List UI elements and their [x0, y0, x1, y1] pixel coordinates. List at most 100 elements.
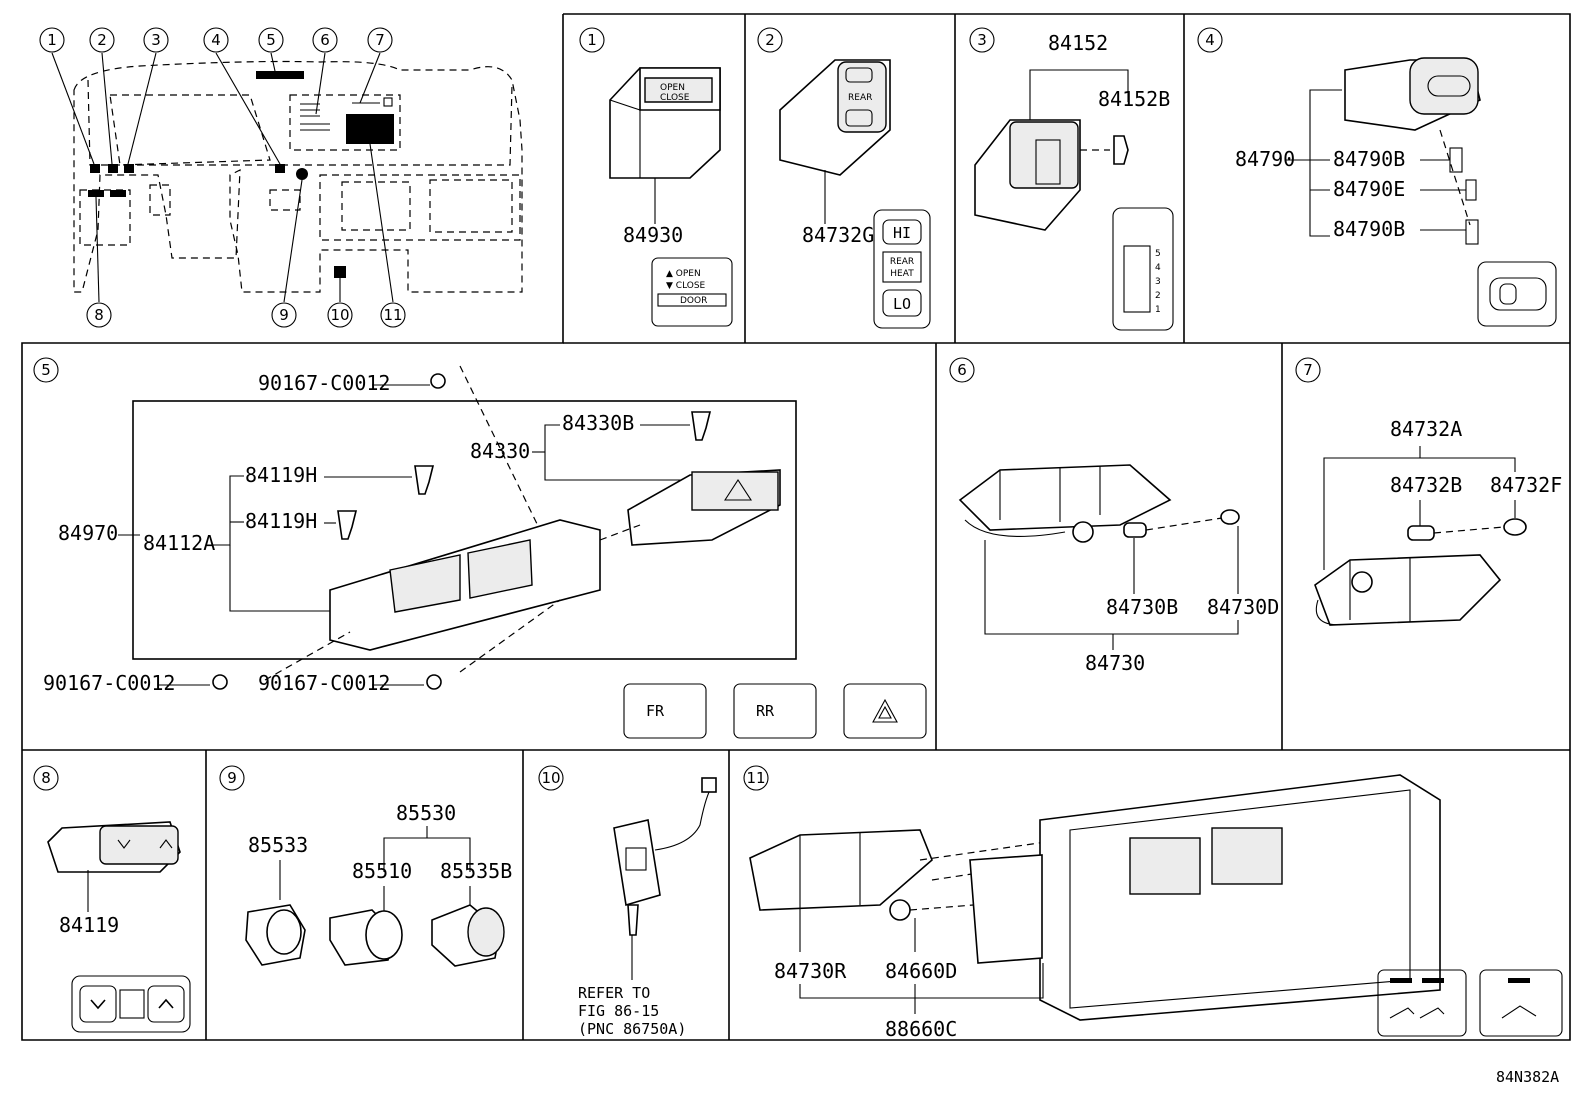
panel-1: 1 OPEN CLOSE 84930 ▲ OPEN ▼ CLOSE DOOR [579, 27, 733, 327]
climate-panel-drawing [749, 774, 1441, 1021]
svg-text:3: 3 [1155, 277, 1161, 287]
dashboard-overview: 1 2 3 4 5 6 7 8 9 10 11 [39, 27, 523, 328]
svg-text:▼ CLOSE: ▼ CLOSE [666, 281, 706, 291]
callout-9: 9 [271, 302, 297, 328]
svg-text:8: 8 [41, 769, 51, 787]
air-intake-icon [1377, 969, 1467, 1037]
hazard-switch-drawing [627, 469, 781, 546]
overview-callouts: 1 2 3 4 5 6 7 8 9 10 11 [39, 27, 406, 328]
light-control-icon: 5 4 3 2 1 [1112, 207, 1174, 331]
door-switch-icon: ▲ OPEN ▼ CLOSE DOOR [651, 257, 733, 327]
rear-defroster-icon: RR [733, 683, 817, 739]
svg-text:RR: RR [756, 702, 775, 720]
svg-text:1: 1 [1155, 305, 1161, 315]
light-control-drawing [974, 119, 1129, 231]
svg-text:DOOR: DOOR [680, 296, 707, 306]
recirculation-icon [1479, 969, 1563, 1037]
callout-4: 4 [203, 27, 229, 53]
svg-text:10: 10 [541, 769, 560, 787]
panel-7: 7 84732A 84732B 84732F [1295, 357, 1562, 626]
svg-text:(PNC 86750A): (PNC 86750A) [578, 1020, 686, 1038]
svg-text:84732A: 84732A [1390, 417, 1462, 441]
panel-10: 10 REFER TO FIG 86-15 (PNC 86750A) [538, 765, 717, 1038]
svg-text:85535B: 85535B [440, 859, 512, 883]
panel-8: 8 84119 [33, 765, 191, 1033]
svg-text:85533: 85533 [248, 833, 308, 857]
svg-text:OPEN: OPEN [660, 83, 685, 93]
svg-text:90167-C0012: 90167-C0012 [43, 671, 175, 695]
callout-8: 8 [86, 302, 112, 328]
svg-text:88660C: 88660C [885, 1017, 957, 1041]
svg-text:7: 7 [1303, 361, 1313, 379]
svg-text:HEAT: HEAT [890, 269, 914, 279]
callout-2: 2 [89, 27, 115, 53]
svg-text:5: 5 [41, 361, 51, 379]
svg-text:6: 6 [320, 31, 330, 49]
panel-6: 6 84730B 84730D 84730 [949, 357, 1279, 675]
sensor-drawing [613, 777, 717, 936]
switch-bracket-drawing [264, 519, 641, 681]
svg-text:11: 11 [383, 306, 402, 324]
svg-text:84330B: 84330B [562, 411, 634, 435]
svg-text:2: 2 [765, 31, 775, 49]
svg-text:84732F: 84732F [1490, 473, 1562, 497]
svg-text:84790B: 84790B [1333, 147, 1405, 171]
svg-text:84730B: 84730B [1106, 595, 1178, 619]
lighter-socket-drawing [245, 904, 505, 967]
panel-frame [21, 13, 1571, 1041]
svg-text:1: 1 [47, 31, 57, 49]
svg-text:REAR: REAR [848, 93, 872, 103]
defogger-switch-drawing [1344, 57, 1481, 131]
svg-text:84732B: 84732B [1390, 473, 1462, 497]
svg-text:84930: 84930 [623, 223, 683, 247]
hazard-icon [843, 683, 927, 739]
svg-text:REFER TO: REFER TO [578, 984, 650, 1002]
svg-text:84152: 84152 [1048, 31, 1108, 55]
svg-text:CLOSE: CLOSE [660, 93, 690, 103]
svg-text:FR: FR [646, 702, 665, 720]
svg-text:6: 6 [957, 361, 967, 379]
svg-text:84730R: 84730R [774, 959, 847, 983]
svg-text:9: 9 [279, 306, 289, 324]
svg-text:84119H: 84119H [245, 509, 317, 533]
svg-text:2: 2 [1155, 291, 1161, 301]
svg-text:10: 10 [330, 306, 349, 324]
svg-text:85530: 85530 [396, 801, 456, 825]
callout-5: 5 [258, 27, 284, 53]
figure-code: 84N382A [1496, 1068, 1559, 1086]
svg-text:84790: 84790 [1235, 147, 1295, 171]
seat-control-icon [71, 975, 191, 1033]
callout-7: 7 [367, 27, 393, 53]
svg-text:8: 8 [94, 306, 104, 324]
svg-text:84152B: 84152B [1098, 87, 1170, 111]
switch-panel-7-drawing [1314, 518, 1527, 626]
svg-text:90167-C0012: 90167-C0012 [258, 671, 390, 695]
rear-defogger-icon [1477, 261, 1557, 327]
seat-switch-drawing [47, 821, 181, 873]
svg-text:9: 9 [227, 769, 237, 787]
svg-text:1: 1 [587, 31, 597, 49]
svg-text:84112A: 84112A [143, 531, 215, 555]
callout-6: 6 [312, 27, 338, 53]
panel-11: 11 84730R 84660D 88660C [743, 765, 1563, 1041]
svg-text:84119H: 84119H [245, 463, 317, 487]
svg-text:11: 11 [746, 769, 765, 787]
svg-text:84730: 84730 [1085, 651, 1145, 675]
svg-text:84970: 84970 [58, 521, 118, 545]
switch-panel-6-drawing [958, 464, 1240, 543]
svg-text:▲ OPEN: ▲ OPEN [666, 269, 701, 279]
svg-text:84660D: 84660D [885, 959, 957, 983]
svg-text:REAR: REAR [890, 257, 914, 267]
callout-11: 11 [380, 302, 406, 328]
panel-4: 4 84790 84790B 84790E 84790B [1197, 27, 1557, 327]
callout-10: 10 [327, 302, 353, 328]
door-switch-drawing: OPEN CLOSE [609, 67, 721, 179]
svg-text:3: 3 [151, 31, 161, 49]
svg-text:4: 4 [1155, 263, 1161, 273]
panel-5: 5 90167-C0012 84330B 84330 84119H 84119H… [33, 357, 927, 739]
svg-text:LO: LO [893, 295, 911, 313]
blower-switch-drawing: REAR [779, 59, 891, 176]
svg-text:4: 4 [1205, 31, 1215, 49]
panel-9: 9 85530 85533 85510 85535B [219, 765, 512, 967]
